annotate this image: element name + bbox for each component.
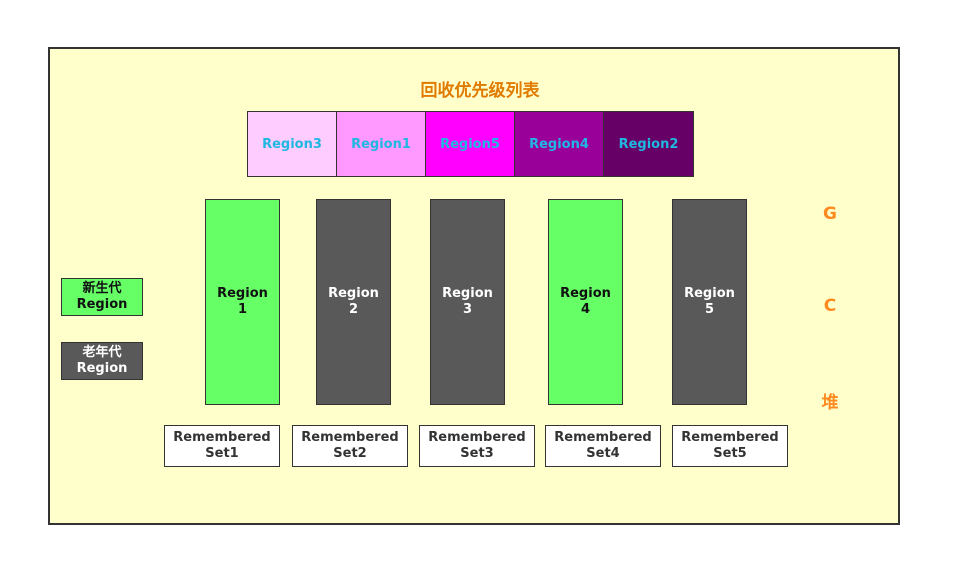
priority-cell: Region1 <box>337 112 426 176</box>
priority-list: Region3 Region1 Region5 Region4 Region2 <box>247 111 694 177</box>
region-label: Region <box>442 286 493 301</box>
priority-cell: Region2 <box>604 112 693 176</box>
legend-old-region: 老年代 Region <box>61 342 143 380</box>
legend-label: 老年代 <box>82 345 122 360</box>
priority-cell-label: Region5 <box>440 136 500 152</box>
remembered-set-label: Remembered Set5 <box>681 430 779 461</box>
region-number: 5 <box>704 302 715 317</box>
region-3: Region 3 <box>430 199 505 405</box>
legend-label: Region <box>76 297 128 312</box>
region-label: Region <box>328 286 379 301</box>
priority-list-title: 回收优先级列表 <box>420 81 540 101</box>
remembered-set-3: Remembered Set3 <box>419 425 535 467</box>
region-label: Region <box>684 286 735 301</box>
region-4: Region 4 <box>548 199 623 405</box>
priority-cell: Region4 <box>515 112 604 176</box>
legend-label: 新生代 <box>82 281 122 296</box>
remembered-set-label: Remembered Set4 <box>554 430 652 461</box>
priority-cell-label: Region4 <box>529 136 589 152</box>
region-number: 2 <box>348 302 359 317</box>
region-1: Region 1 <box>205 199 280 405</box>
side-label-c: C <box>823 296 837 316</box>
priority-cell: Region3 <box>248 112 337 176</box>
region-2: Region 2 <box>316 199 391 405</box>
priority-cell-label: Region1 <box>351 136 411 152</box>
region-number: 3 <box>462 302 473 317</box>
remembered-set-label: Remembered Set2 <box>301 430 399 461</box>
region-label: Region <box>217 286 268 301</box>
remembered-set-1: Remembered Set1 <box>164 425 280 467</box>
remembered-set-2: Remembered Set2 <box>292 425 408 467</box>
priority-cell: Region5 <box>426 112 515 176</box>
region-label: Region <box>560 286 611 301</box>
remembered-set-4: Remembered Set4 <box>545 425 661 467</box>
priority-cell-label: Region3 <box>262 136 322 152</box>
region-number: 4 <box>580 302 591 317</box>
remembered-set-label: Remembered Set3 <box>428 430 526 461</box>
remembered-set-5: Remembered Set5 <box>672 425 788 467</box>
side-label-heap: 堆 <box>821 393 839 413</box>
legend-label: Region <box>76 361 128 376</box>
side-label-g: G <box>823 204 837 224</box>
priority-cell-label: Region2 <box>618 136 679 152</box>
region-5: Region 5 <box>672 199 747 405</box>
remembered-set-label: Remembered Set1 <box>173 430 271 461</box>
legend-young-region: 新生代 Region <box>61 278 143 316</box>
region-number: 1 <box>237 302 248 317</box>
